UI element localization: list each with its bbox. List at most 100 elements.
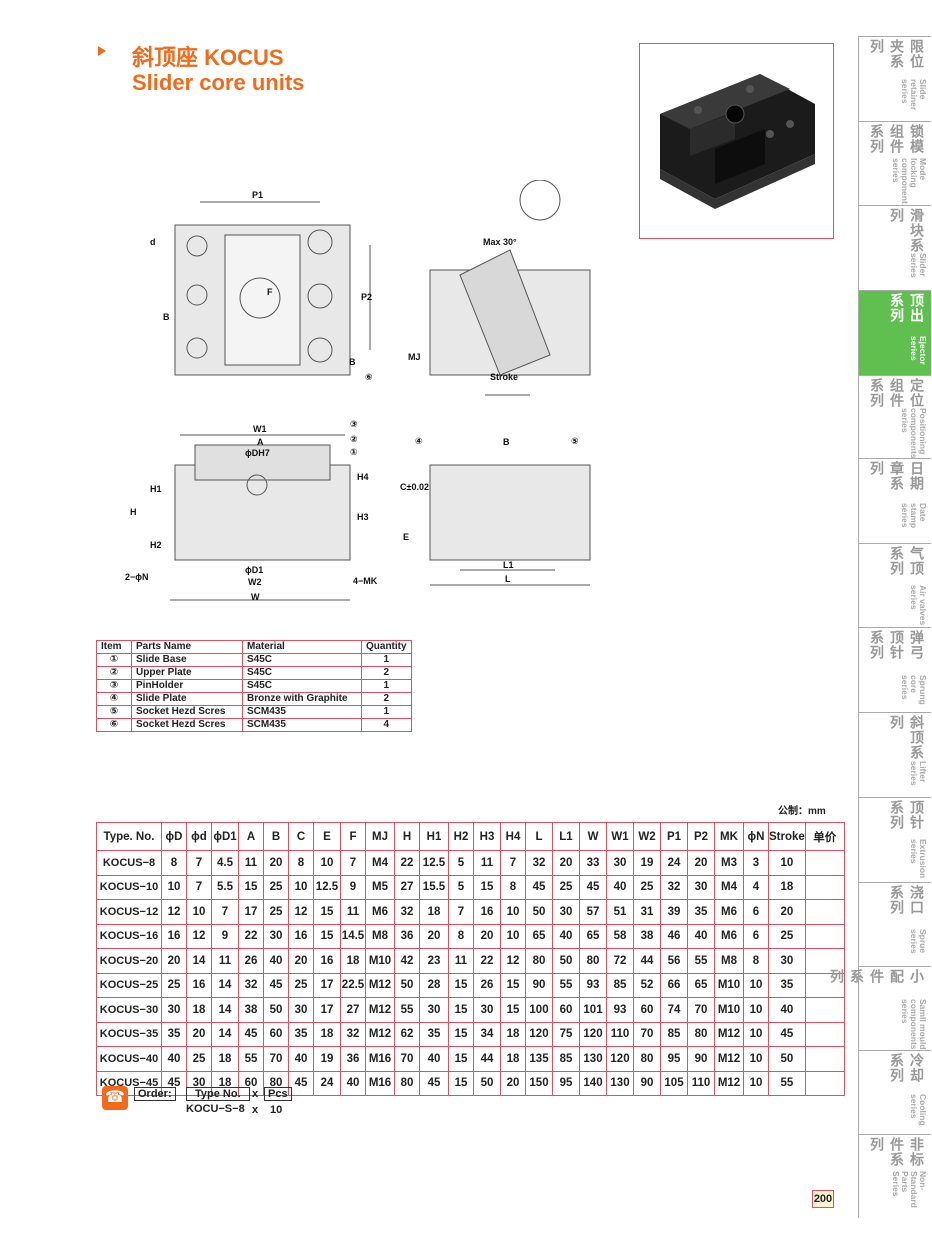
- spec-cell: 25: [161, 972, 187, 998]
- side-tab-en: Cooling series: [909, 1094, 928, 1127]
- spec-cell: 5: [448, 874, 474, 900]
- spec-header-cell: E: [313, 822, 341, 851]
- side-tab-en: Samll mould components series: [900, 998, 928, 1050]
- spec-cell: 10: [186, 899, 212, 925]
- spec-cell: 74: [660, 997, 688, 1023]
- label-d: d: [150, 237, 156, 247]
- spec-cell: 44: [633, 948, 661, 974]
- spec-cell: 40: [687, 923, 715, 949]
- spec-header-cell: H1: [419, 822, 449, 851]
- side-tab-cn: 弹弓顶针系列: [869, 630, 925, 660]
- spec-cell: 5.5: [211, 874, 239, 900]
- label-L1: L1: [503, 560, 514, 570]
- spec-cell: KOCUS−25: [96, 972, 162, 998]
- parts-header: Parts Name: [131, 640, 243, 654]
- spec-cell: 27: [394, 874, 420, 900]
- parts-header-row: Item Parts Name Material Quantity: [96, 640, 412, 654]
- spec-cell: 7: [448, 899, 474, 925]
- spec-cell: 70: [394, 1046, 420, 1072]
- parts-cell: ①: [96, 653, 132, 667]
- spec-cell: 50: [473, 1070, 501, 1096]
- side-tab-en: Slide retainer series: [900, 78, 928, 111]
- spec-header-cell: H3: [473, 822, 501, 851]
- spec-cell: 8: [448, 923, 474, 949]
- label-phiD1: ϕD1: [245, 565, 263, 575]
- spec-cell: 62: [394, 1021, 420, 1047]
- spec-cell: 18: [419, 899, 449, 925]
- parts-cell: SCM435: [242, 718, 362, 732]
- spec-cell: 32: [340, 1021, 366, 1047]
- spec-cell: 45: [579, 874, 607, 900]
- label-circ5: ⑤: [571, 436, 579, 446]
- parts-cell: ③: [96, 679, 132, 693]
- spec-cell: 10: [500, 899, 526, 925]
- spec-cell: 45: [768, 1021, 806, 1047]
- spec-cell: 18: [313, 1021, 341, 1047]
- spec-cell: 57: [579, 899, 607, 925]
- label-W: W: [251, 592, 260, 602]
- spec-cell: 90: [525, 972, 553, 998]
- spec-cell: 70: [633, 1021, 661, 1047]
- product-photo: [639, 43, 834, 239]
- label-4MK: 4−MK: [353, 576, 378, 586]
- spec-cell: 11: [448, 948, 474, 974]
- parts-cell: ⑤: [96, 705, 132, 719]
- spec-cell: 12: [186, 923, 212, 949]
- spec-cell: M8: [714, 948, 744, 974]
- spec-cell: KOCUS−40: [96, 1046, 162, 1072]
- spec-cell: 100: [525, 997, 553, 1023]
- spec-header-cell: Stroke: [768, 822, 806, 851]
- spec-cell: M4: [714, 874, 744, 900]
- spec-cell: 40: [552, 923, 580, 949]
- side-tab-en: Date stamp series: [900, 503, 928, 529]
- spec-cell: 32: [525, 850, 553, 876]
- spec-cell: 9: [340, 874, 366, 900]
- label-W2: W2: [248, 577, 262, 587]
- spec-header-cell: W: [579, 822, 607, 851]
- spec-cell: M12: [714, 1021, 744, 1047]
- spec-cell: 60: [552, 997, 580, 1023]
- spec-cell: 7: [186, 850, 212, 876]
- spec-cell: 12.5: [419, 850, 449, 876]
- spec-cell: 17: [238, 899, 264, 925]
- spec-header-cell: H2: [448, 822, 474, 851]
- parts-cell: 1: [361, 653, 412, 667]
- order-label: Order:: [134, 1087, 176, 1101]
- spec-cell: M16: [365, 1070, 395, 1096]
- label-MJ: MJ: [408, 352, 421, 362]
- spec-cell: 15: [500, 997, 526, 1023]
- spec-cell: 95: [552, 1070, 580, 1096]
- parts-header: Material: [242, 640, 362, 654]
- side-tab-cn: 滑块系列: [889, 208, 925, 253]
- spec-cell: 30: [263, 923, 289, 949]
- spec-cell: M6: [714, 923, 744, 949]
- spec-cell: 80: [579, 948, 607, 974]
- label-circ6: ⑥: [365, 372, 373, 382]
- spec-cell: 25: [633, 874, 661, 900]
- spec-header-cell: F: [340, 822, 366, 851]
- spec-cell: 51: [606, 899, 634, 925]
- side-tab-cn: 气顶系列: [889, 546, 925, 576]
- spec-cell: 16: [186, 972, 212, 998]
- parts-cell: S45C: [242, 666, 362, 680]
